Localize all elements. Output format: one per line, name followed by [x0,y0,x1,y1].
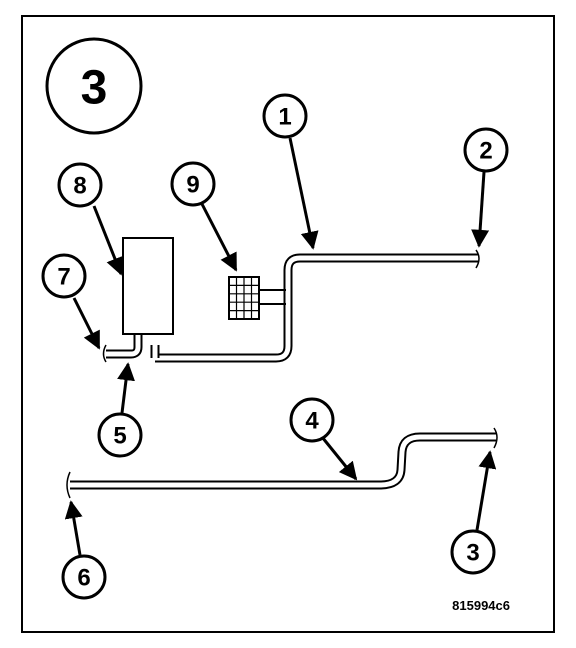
callout-5-label: 5 [113,423,126,450]
leader-7 [72,297,101,350]
view-number-badge: 3 [45,37,143,135]
leader-9 [200,203,238,272]
hose-lower-end-right [493,427,498,449]
callout-7-label: 7 [57,264,70,291]
leader-lines [64,137,497,556]
filter-grid [228,276,286,320]
callout-7: 7 [41,253,87,299]
hose-upper-end [475,249,480,269]
hose-lower-end-left [66,471,71,499]
callout-1: 1 [262,93,308,139]
callout-1-label: 1 [278,104,291,131]
callout-6: 6 [61,554,107,600]
figure-code: 815994c6 [452,598,510,613]
callout-9: 9 [170,161,216,207]
callout-2: 2 [463,127,509,173]
leader-2 [471,171,490,248]
leader-4 [316,431,358,481]
callout-4: 4 [289,397,335,443]
callout-8-label: 8 [73,173,86,200]
callout-5: 5 [97,412,143,458]
callout-3-label: 3 [466,540,479,567]
callout-2-label: 2 [479,138,492,165]
callout-3: 3 [450,529,496,575]
hose-short-end [102,344,107,363]
hose-lower [70,432,496,490]
callout-4-label: 4 [305,408,319,435]
leader-8 [92,205,124,276]
leader-1 [288,137,319,250]
hose-upper [150,253,478,363]
callout-9-label: 9 [186,172,199,199]
module-body [122,237,174,335]
leader-3 [475,450,497,531]
hose-short [106,330,143,359]
leader-5 [117,362,135,414]
view-number-label: 3 [81,62,108,115]
leader-6 [64,500,83,556]
callout-6-label: 6 [77,565,90,592]
callout-8: 8 [57,162,103,208]
figure-border [21,15,555,633]
